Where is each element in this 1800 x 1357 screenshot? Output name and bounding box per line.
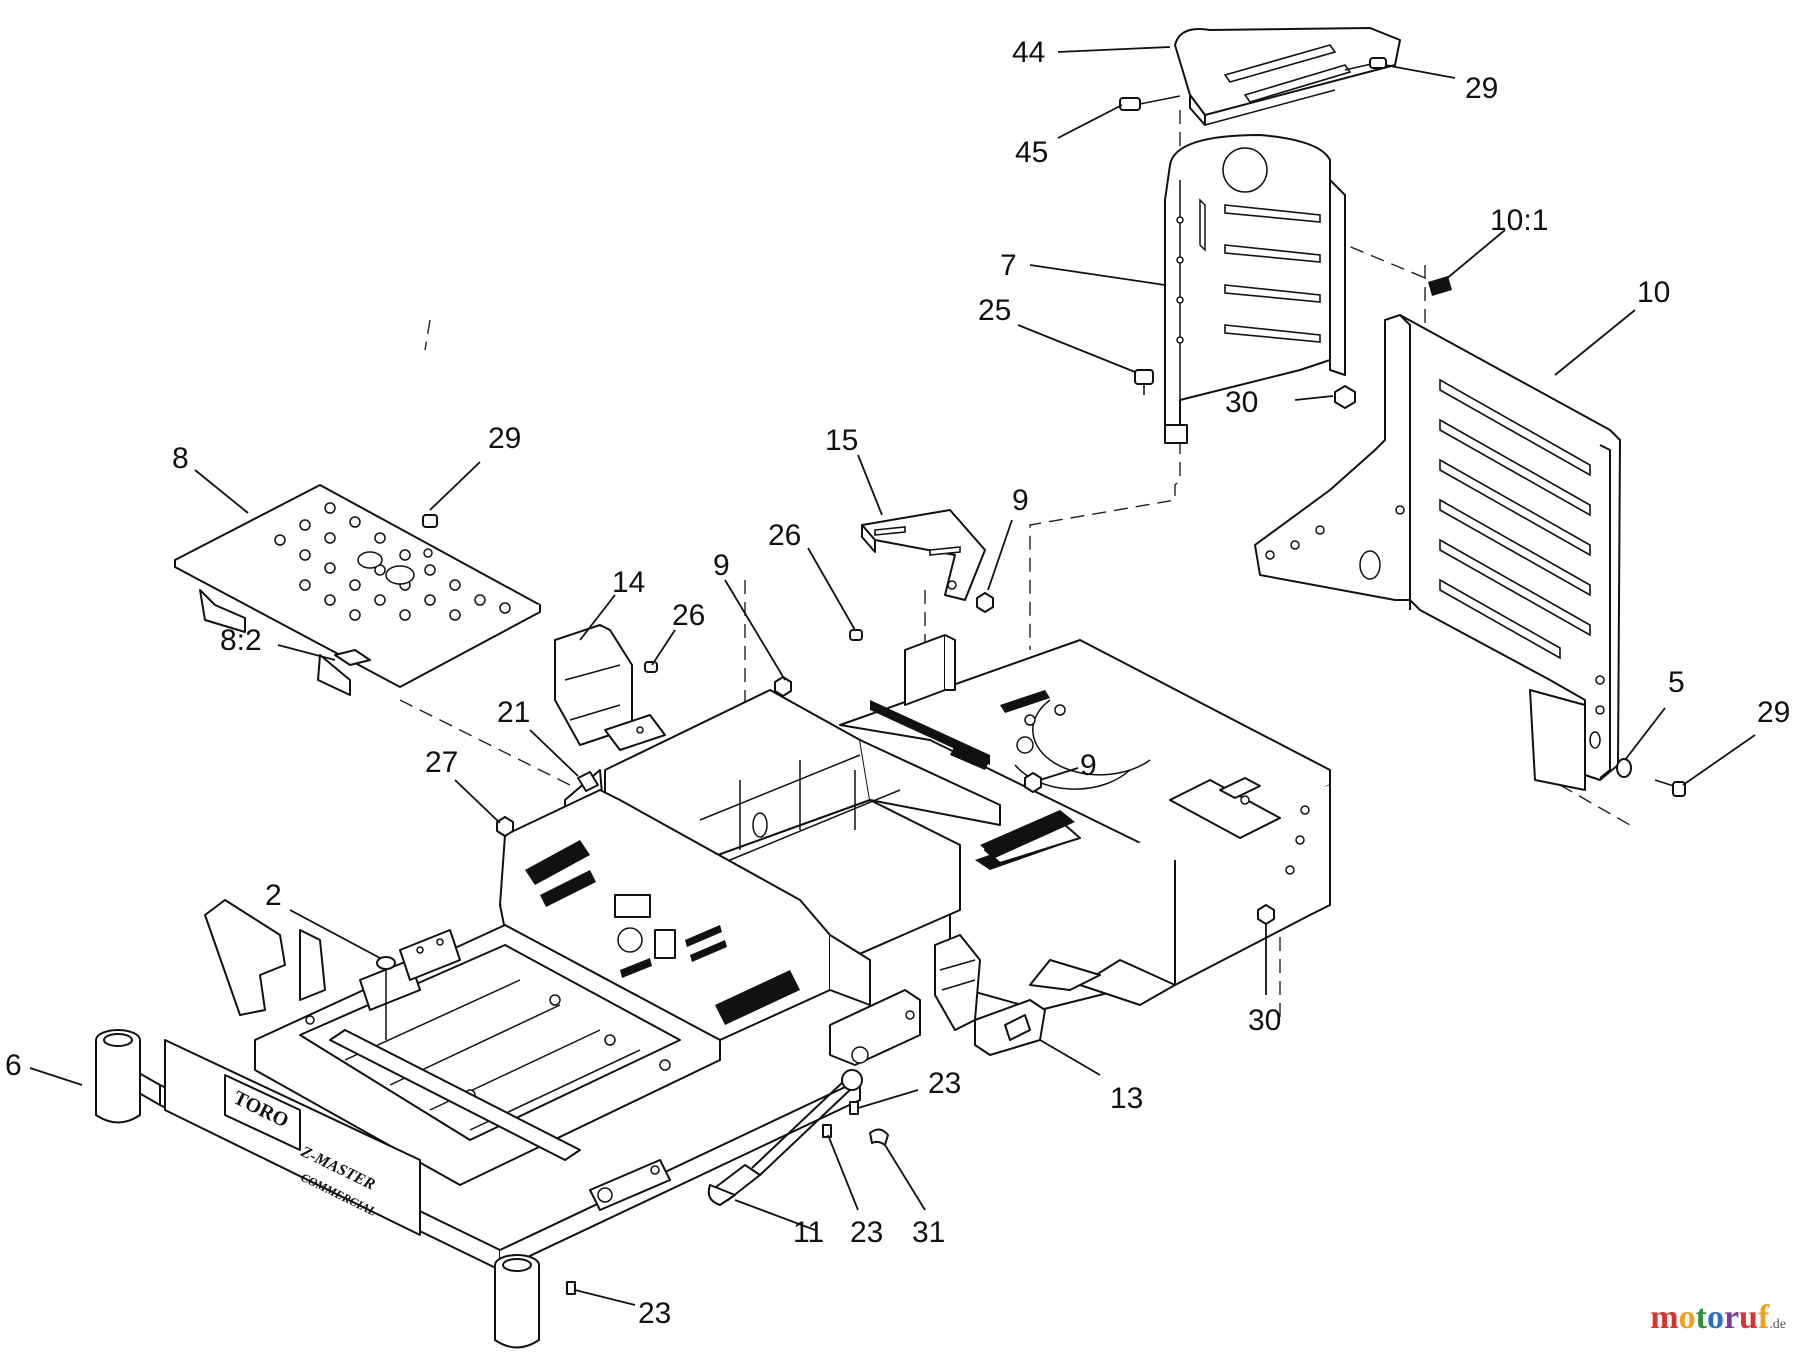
callout-29-right: 29	[1757, 696, 1790, 729]
part-45-screw	[1119, 95, 1181, 111]
callout-5: 5	[1668, 666, 1685, 699]
part-23-pin-b	[822, 1124, 832, 1138]
callout-30-bottom: 30	[1248, 1004, 1281, 1037]
callout-6: 6	[5, 1049, 22, 1082]
callout-25: 25	[978, 294, 1011, 327]
part-29-bolt-right	[1654, 779, 1686, 797]
callout-8-2: 8:2	[220, 624, 262, 657]
part-21-clip	[577, 771, 599, 792]
part-11-lever	[707, 1069, 863, 1206]
part-29-bolt-top	[1344, 57, 1387, 71]
callout-8: 8	[172, 442, 189, 475]
callout-21: 21	[497, 696, 530, 729]
part-9-nut-c	[1024, 772, 1042, 793]
part-25-bolt	[1134, 369, 1154, 395]
part-15-bracket	[861, 509, 986, 601]
callout-23-bottom: 23	[638, 1297, 671, 1330]
part-29-bolt-left	[422, 514, 438, 528]
part-2-bolt	[376, 956, 396, 1040]
callout-29-left: 29	[488, 422, 521, 455]
part-10-side-shield	[1254, 314, 1621, 791]
watermark-letter: m	[1650, 1299, 1679, 1336]
watermark-suffix: .de	[1769, 1317, 1786, 1332]
main-frame: TORO Z-MASTER COMMERCIAL	[95, 634, 1331, 1349]
part-9-nut-a	[976, 592, 994, 613]
callout-15: 15	[825, 424, 858, 457]
callout-27: 27	[425, 746, 458, 779]
part-26-bolt-right	[849, 629, 863, 641]
callout-45: 45	[1015, 136, 1048, 169]
callout-26-left: 26	[672, 599, 705, 632]
part-31-clip	[869, 1128, 889, 1146]
part-23-pin-c	[566, 1281, 576, 1295]
callout-23-upper: 23	[928, 1067, 961, 1100]
callout-labels: 44 29 45 7 25 10:1 10 30 8 29 8:2 15 9 2…	[5, 36, 1790, 1330]
callout-11: 11	[793, 1216, 824, 1249]
part-10-1-decal	[1428, 276, 1452, 296]
watermark-letter: o	[1706, 1299, 1724, 1336]
part-26-bolt-left	[644, 661, 658, 673]
part-44-upper-shield	[1174, 27, 1401, 126]
part-23-pin-a	[849, 1101, 859, 1115]
callout-31: 31	[912, 1216, 945, 1249]
watermark-letter: u	[1739, 1299, 1758, 1336]
watermark-text: motoruf	[1650, 1299, 1769, 1336]
watermark: motoruf.de	[1650, 1301, 1786, 1335]
part-5-washer	[1616, 758, 1632, 778]
watermark-letter: t	[1695, 1299, 1707, 1336]
callout-10-1: 10:1	[1490, 204, 1548, 237]
part-8-floor-plate	[174, 484, 541, 696]
callout-29-top: 29	[1465, 72, 1498, 105]
part-13-step-bracket	[934, 934, 1046, 1056]
watermark-letter: r	[1723, 1299, 1740, 1336]
callout-10: 10	[1637, 276, 1670, 309]
part-30-nut-bottom	[1257, 904, 1275, 925]
part-8-2-decal	[334, 649, 371, 666]
callout-44: 44	[1012, 36, 1045, 69]
part-14-bracket	[554, 624, 666, 751]
callout-26-right: 26	[768, 519, 801, 552]
part-27-nut	[496, 816, 514, 837]
leader-lines	[29, 46, 1756, 1306]
callout-7: 7	[1000, 249, 1017, 282]
callout-9-mid: 9	[713, 549, 730, 582]
part-7-rear-shield	[1164, 134, 1346, 444]
part-9-nut-b	[774, 676, 792, 697]
watermark-letter: f	[1757, 1299, 1770, 1336]
callout-9-right: 9	[1012, 484, 1029, 517]
part-30-nut-top	[1334, 385, 1356, 409]
callout-14: 14	[612, 566, 645, 599]
callout-13: 13	[1110, 1082, 1143, 1115]
watermark-letter: o	[1678, 1299, 1696, 1336]
callout-23-mid: 23	[850, 1216, 883, 1249]
callout-2: 2	[265, 879, 282, 912]
callout-9-lower: 9	[1080, 749, 1097, 782]
callout-30-top: 30	[1225, 386, 1258, 419]
